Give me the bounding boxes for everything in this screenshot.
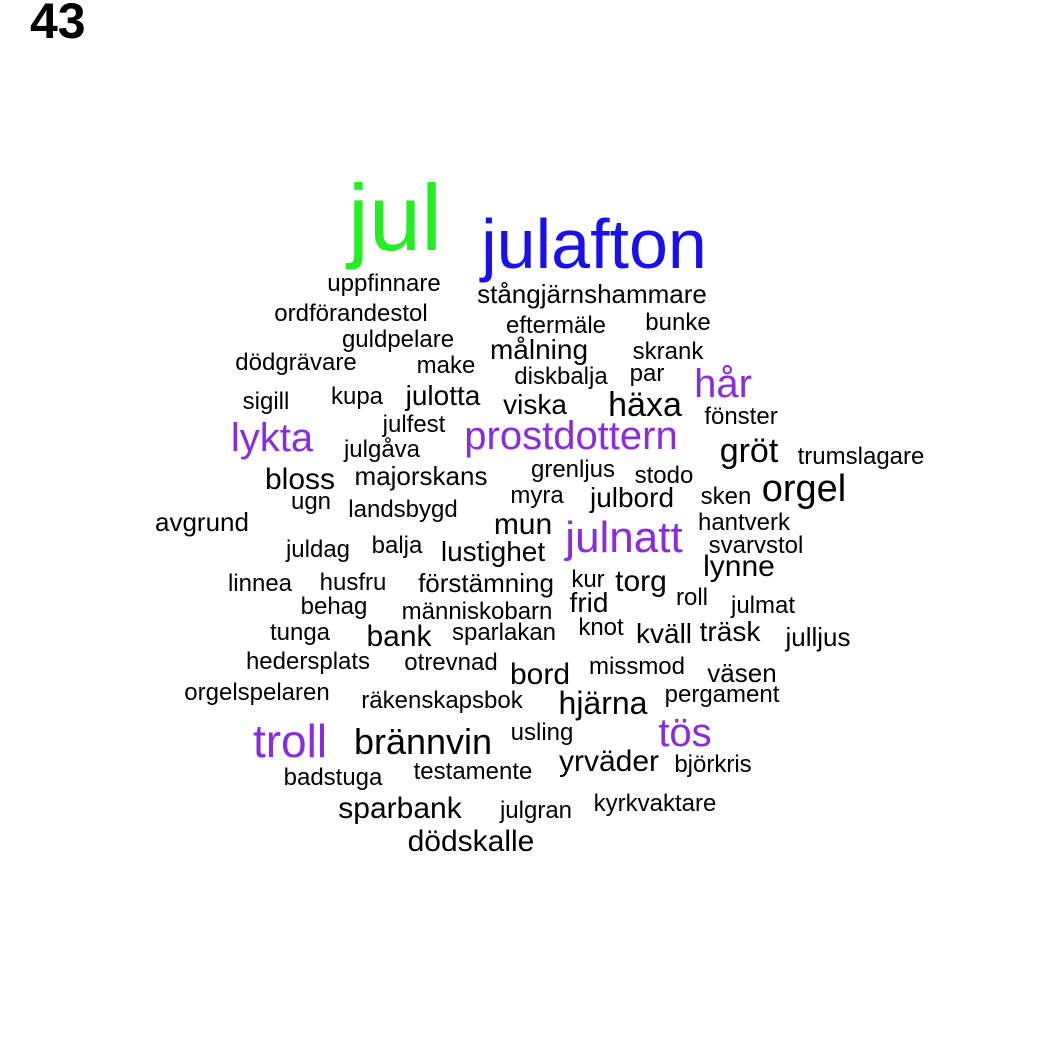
word-cloud-word: linnea [227, 570, 293, 597]
word-cloud-word: roll [675, 584, 709, 611]
word-cloud-word: häxa [608, 386, 682, 424]
word-cloud-word: sparlakan [451, 619, 557, 646]
word-cloud-word: brännvin [353, 721, 493, 762]
word-cloud-word: lynne [703, 550, 775, 583]
word-cloud-word: grenljus [530, 456, 616, 483]
word-cloud-word: badstuga [283, 764, 383, 791]
word-cloud-word: julfest [382, 411, 446, 438]
word-cloud-word: björkris [674, 751, 752, 778]
word-cloud-word: stodo [634, 462, 694, 489]
word-cloud-word: sken [700, 483, 752, 510]
word-cloud-word: ordförandestol [274, 300, 428, 327]
word-cloud-word: testamente [413, 758, 533, 785]
word-cloud-word: uppfinnare [327, 270, 441, 297]
word-cloud-word: orgelspelaren [184, 679, 330, 706]
word-cloud-word: gröt [719, 432, 779, 470]
word-cloud-word: kväll [635, 618, 693, 649]
word-cloud-word: julgåva [343, 436, 421, 463]
word-cloud-word: eftermäle [505, 312, 607, 339]
word-cloud-word: julgran [499, 797, 573, 824]
word-cloud-word: kupa [330, 383, 384, 410]
word-cloud-word: sigill [242, 388, 290, 415]
word-cloud-word: make [416, 352, 476, 379]
word-cloud-word: ugn [290, 488, 332, 515]
word-cloud-word: knot [578, 614, 624, 641]
word-cloud-word: hår [694, 362, 752, 406]
word-cloud-word: förstämning [418, 568, 554, 598]
word-cloud-word: kyrkvaktare [593, 790, 717, 817]
word-cloud-word: julotta [405, 380, 481, 411]
word-cloud-word: skrank [632, 338, 704, 365]
word-cloud-word: landsbygd [348, 496, 458, 523]
word-cloud-word: kur [571, 566, 605, 593]
word-cloud-word: missmod [588, 653, 686, 680]
word-cloud-word: guldpelare [341, 326, 455, 353]
word-cloud-word: mun [493, 508, 553, 541]
word-cloud-word: pergament [664, 681, 780, 708]
word-cloud-word: bloss [264, 463, 336, 496]
word-cloud-word: diskbalja [514, 363, 608, 390]
word-cloud-word: hjärna [558, 685, 648, 721]
word-cloud-word: bank [366, 620, 432, 653]
word-cloud-word: väsen [707, 658, 777, 688]
word-cloud-word: husfru [319, 569, 387, 596]
word-cloud-word: svarvstol [708, 532, 804, 559]
word-cloud-word: bunke [645, 309, 711, 336]
word-cloud-word: usling [510, 719, 574, 746]
word-cloud-word: julljus [785, 622, 851, 652]
page-number: 43 [30, 0, 86, 49]
word-cloud-word: tunga [269, 619, 331, 646]
word-cloud-word: julnatt [565, 513, 683, 562]
word-cloud-word: julafton [481, 205, 707, 283]
word-cloud-word: torg [615, 565, 667, 598]
word-cloud-word: myra [510, 482, 564, 509]
word-cloud-word: yrväder [558, 745, 660, 778]
word-cloud-word: otrevnad [404, 649, 498, 676]
word-cloud-word: träsk [699, 616, 761, 647]
word-cloud-word: lykta [230, 416, 314, 460]
word-cloud-word: par [629, 360, 665, 387]
word-cloud-word: behag [300, 593, 368, 620]
word-cloud-word: prostdottern [464, 414, 678, 458]
word-cloud-word: hedersplats [245, 648, 371, 675]
word-cloud-word: sparbank [338, 792, 462, 825]
word-cloud-word: majorskans [354, 461, 488, 491]
word-cloud-word: bord [509, 658, 571, 691]
word-cloud-word: orgel [761, 468, 847, 510]
word-cloud-word: dödskalle [407, 825, 535, 858]
word-cloud-word: fönster [704, 403, 778, 430]
word-cloud-word: juldag [285, 536, 351, 563]
word-cloud-word: julmat [730, 592, 796, 619]
word-cloud-word: människobarn [401, 598, 553, 625]
word-cloud-word: trumslagare [797, 443, 925, 470]
word-cloud-word: avgrund [155, 507, 249, 537]
word-cloud-word: balja [371, 532, 423, 559]
word-cloud-word: lustighet [440, 536, 546, 567]
word-cloud-word: troll [252, 715, 328, 767]
word-cloud-word: jul [347, 165, 443, 270]
word-cloud-word: frid [569, 587, 609, 618]
word-cloud-word: målning [489, 334, 589, 365]
word-cloud-word: räkenskapsbok [361, 687, 523, 714]
word-cloud-word: viska [503, 389, 567, 420]
word-cloud-word: stångjärnshammare [477, 279, 707, 309]
word-cloud-word: dödgrävare [235, 349, 357, 376]
word-cloud-word: tös [658, 711, 712, 755]
word-cloud-word: hantverk [697, 509, 791, 536]
word-cloud-word: julbord [589, 482, 675, 513]
